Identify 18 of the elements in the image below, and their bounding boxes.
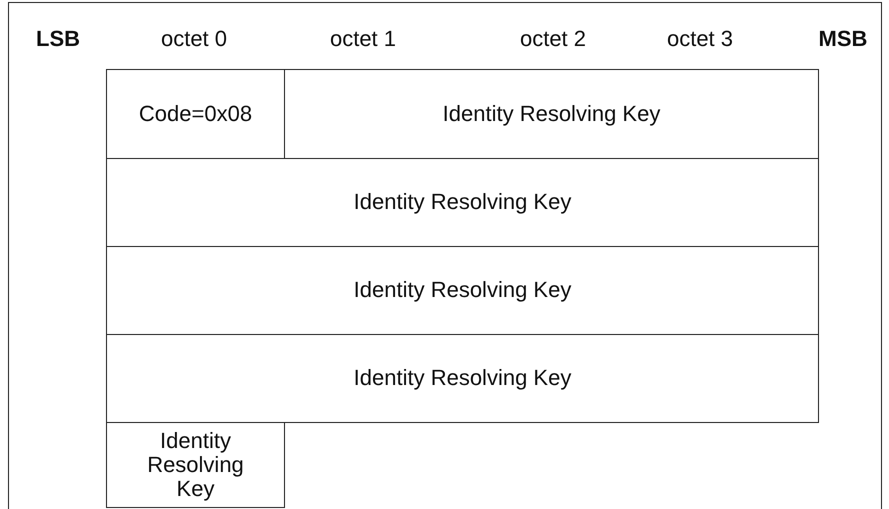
- octet-label: octet 1: [330, 26, 396, 52]
- field-text: Code=0x08: [138, 102, 252, 126]
- field-text: Identity Resolving Key: [354, 278, 572, 303]
- field-cell: [106, 69, 285, 159]
- bit-order-label: LSB: [36, 26, 80, 52]
- field-cell: [106, 158, 819, 247]
- bit-order-label: MSB: [818, 26, 868, 52]
- field-cell: [284, 69, 819, 159]
- octet-label: octet 2: [520, 26, 586, 52]
- octet-label: octet 0: [160, 26, 228, 52]
- field-cell: [106, 334, 819, 423]
- field-cell: [106, 422, 285, 508]
- field-text: Identity Resolving Key: [442, 102, 660, 126]
- octet-label: octet 3: [666, 26, 734, 52]
- field-text: Identity Resolving Key: [146, 428, 245, 502]
- field-text: Identity Resolving Key: [354, 366, 572, 391]
- field-text: Identity Resolving Key: [354, 190, 572, 215]
- field-cell: [106, 246, 819, 335]
